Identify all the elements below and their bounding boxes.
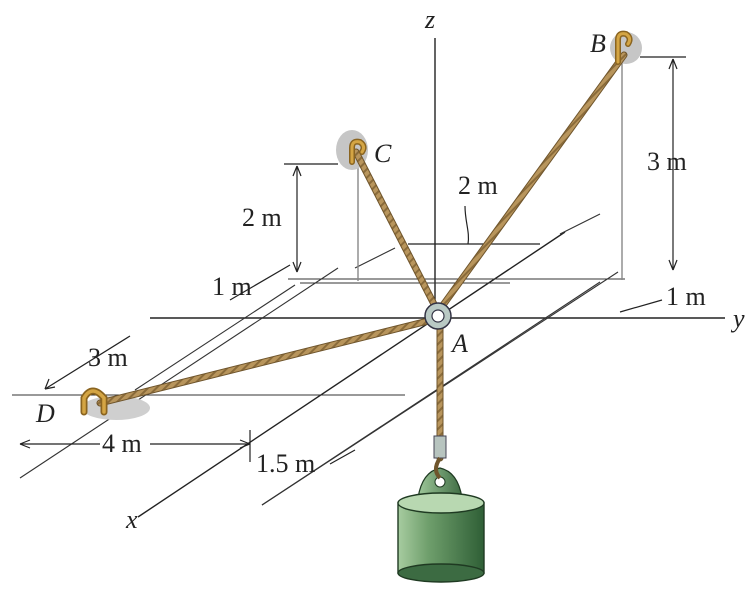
y-axis-label: y xyxy=(730,304,745,333)
dim-d-offset-x: 4 m xyxy=(102,429,142,458)
dim-c-offset-x: 1 m xyxy=(212,272,252,301)
dim-c-offset-y: 2 m xyxy=(458,171,498,200)
x-axis-label: x xyxy=(125,505,138,534)
dim-b-offset-x: 1 m xyxy=(666,282,706,311)
dim-b-height: 3 m xyxy=(647,147,687,176)
point-a-label: A xyxy=(450,329,468,358)
dim-c-height: 2 m xyxy=(242,203,282,232)
dimension-lines xyxy=(19,56,686,465)
weight-cylinder xyxy=(397,502,485,574)
point-b-label: B xyxy=(590,29,606,58)
dim-a-offset-x: 1.5 m xyxy=(256,449,315,478)
z-axis-label: z xyxy=(424,5,435,34)
cables xyxy=(96,51,628,462)
vertical-references xyxy=(357,58,623,281)
dim-d-offset-y: 3 m xyxy=(88,343,128,372)
wall-mounts xyxy=(82,32,642,420)
weight-top xyxy=(397,492,485,514)
ring-a xyxy=(424,302,452,330)
cable-clamp xyxy=(433,435,447,459)
labels: z y x B C A D 2 m 3 m 2 m 1 m 1 m 3 m 4 … xyxy=(35,5,745,534)
point-c-label: C xyxy=(374,139,392,168)
hanging-weight xyxy=(397,435,485,583)
hooks xyxy=(80,30,633,416)
point-d-label: D xyxy=(35,399,55,428)
